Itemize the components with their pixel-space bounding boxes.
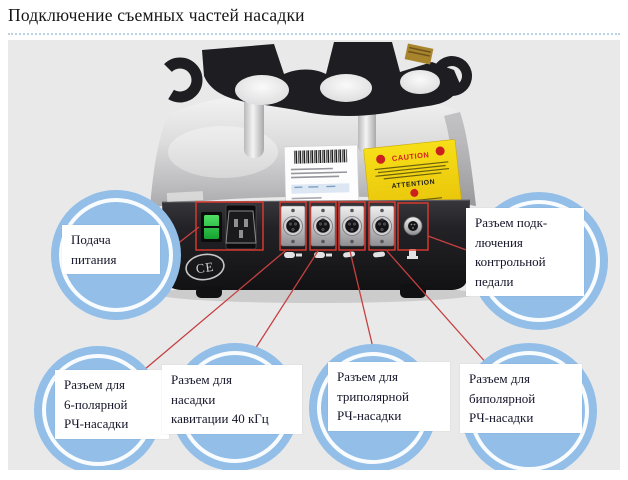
pointer-line-tripolar <box>349 250 375 353</box>
xlr-connector-bipolar <box>369 205 395 247</box>
holder-post-left <box>244 94 264 158</box>
power-inlet <box>225 204 257 250</box>
power-switch <box>201 212 222 242</box>
pointer-line-bipolar <box>386 250 489 366</box>
pedal-connector <box>403 216 423 236</box>
callout-label-cavitation: Разъем для насадки кавитации 40 кГц <box>162 365 302 434</box>
xlr-connector-rf6 <box>280 205 306 247</box>
highlight-box-bipolar <box>368 201 396 251</box>
callout-label-power: Подача питания <box>62 225 160 274</box>
device-foot <box>196 286 222 298</box>
highlight-box-tripolar <box>338 201 366 251</box>
caution-title: CAUTION <box>391 150 429 163</box>
title-divider <box>8 33 620 35</box>
barcode <box>293 149 348 164</box>
warning-dot-icon <box>410 188 419 197</box>
callout-label-rf6: Разъем для 6-полярной РЧ-насадки <box>55 370 169 439</box>
handpiece-icon <box>284 252 302 258</box>
holder-socket <box>235 75 289 105</box>
warning-dot-icon <box>376 154 386 164</box>
warning-dot-icon <box>435 146 445 156</box>
panel-strip-label <box>166 191 204 202</box>
xlr-connector-tripolar <box>339 205 365 247</box>
holder-arm-left <box>157 57 203 103</box>
svg-text:CE: CE <box>195 259 216 276</box>
pointer-line-cavitation <box>247 250 319 361</box>
highlight-box-rf6 <box>279 201 307 251</box>
highlight-box-cavitation <box>309 201 337 251</box>
device-photo: CAUTION ATTENTION <box>137 42 489 376</box>
attention-title: ATTENTION <box>391 179 435 191</box>
callout-label-bipolar: Разъем для биполярной РЧ-насадки <box>460 364 582 433</box>
highlight-box-pedal <box>397 202 429 251</box>
holder-socket <box>320 74 372 102</box>
diagram-area: CAUTION ATTENTION <box>8 40 620 470</box>
ce-mark: CE <box>185 253 225 281</box>
highlight-box-power <box>195 201 264 251</box>
pointer-line-rf6 <box>137 250 286 376</box>
xlr-connector-cavitation <box>310 205 336 247</box>
handpiece-holder <box>157 42 472 116</box>
holder-socket <box>400 70 440 94</box>
barcode-label <box>283 144 360 205</box>
pedal-icon <box>407 249 418 259</box>
callout-label-pedal: Разъем подк- лючения контрольной педали <box>466 208 584 296</box>
handpiece-icon <box>373 251 386 258</box>
callout-label-tripolar: Разъем для триполярной РЧ-насадки <box>328 362 450 431</box>
gold-sticker <box>404 43 434 65</box>
page-title: Подключение съемных частей насадки <box>8 5 305 25</box>
handpiece-icon <box>343 251 356 258</box>
